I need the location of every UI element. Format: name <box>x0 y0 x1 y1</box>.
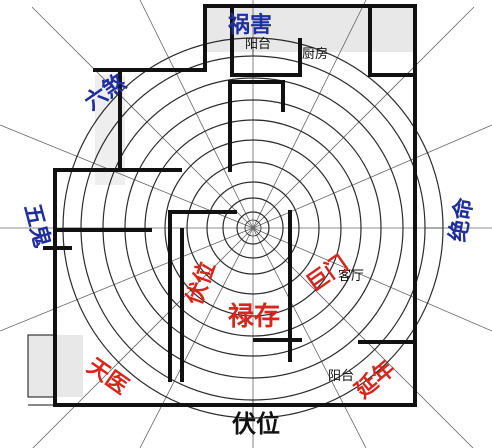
room-label-balcony-bottom: 阳台 <box>328 368 354 383</box>
balcony-top-area <box>205 6 415 52</box>
balcony-outline <box>27 334 56 406</box>
star-label-lucun: 禄存 <box>228 302 280 332</box>
star-label-yannian: 延年 <box>349 355 400 404</box>
star-label-fuwei-inner: 伏位 <box>181 258 220 308</box>
room-label-balcony-top: 阳台 <box>245 36 271 51</box>
compass-center-rings <box>244 219 262 237</box>
star-label-jumen: 巨门 <box>302 250 353 297</box>
floorplan-walls <box>43 4 417 407</box>
direction-label-huohai: 祸害 <box>228 12 272 38</box>
room-label-living: 客厅 <box>338 268 364 283</box>
star-label-tianyi: 天医 <box>82 354 132 400</box>
direction-label-jueming: 绝命 <box>445 195 478 244</box>
bottom-label-fuwei: 伏位 <box>232 410 280 438</box>
room-label-kitchen: 厨房 <box>302 46 328 61</box>
direction-label-wugui: 五鬼 <box>19 201 56 250</box>
